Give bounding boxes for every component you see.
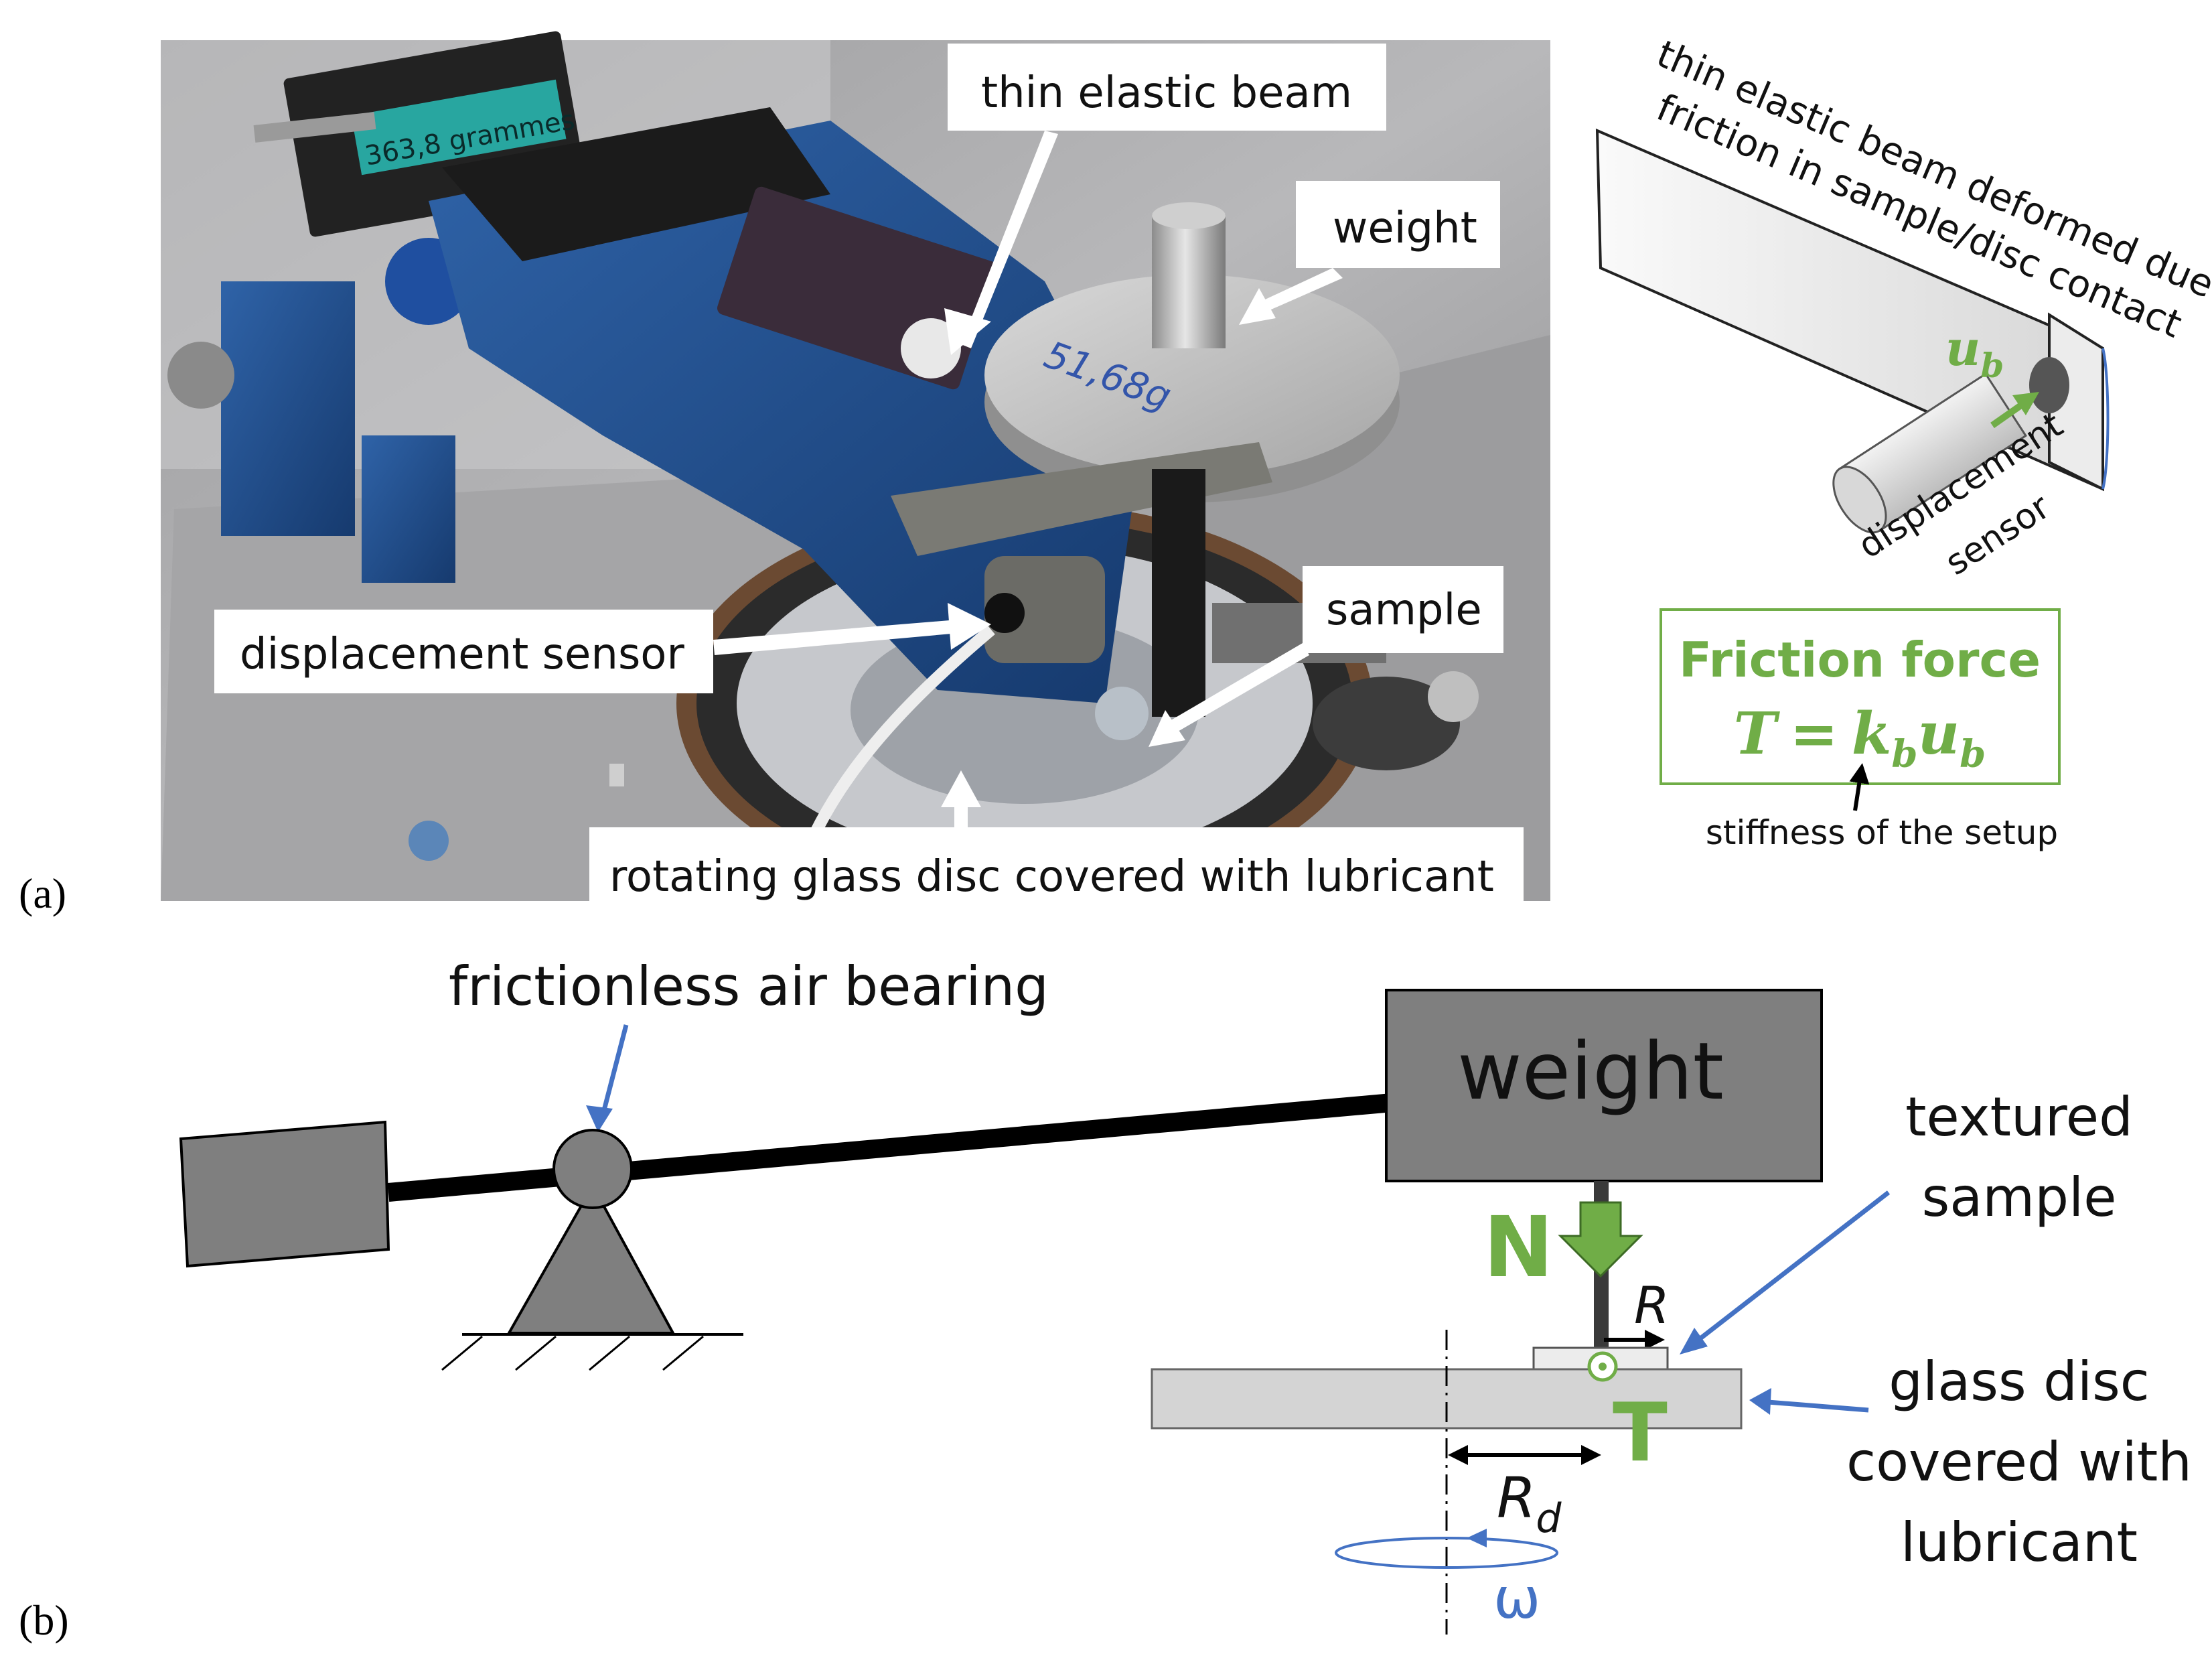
callout-sensor: displacement sensor — [240, 630, 684, 679]
callout-weight-arrow — [1254, 268, 1343, 315]
friction-title: Friction force — [1679, 632, 2041, 688]
callout-sensor-arrow — [713, 620, 959, 655]
weight-top — [984, 275, 1400, 476]
counterweight — [179, 1120, 390, 1268]
stiffness-note: stiffness of the setup — [1706, 813, 2058, 852]
beam-sketch: thin elastic beam deformed due to fricti… — [1595, 32, 2212, 583]
hatch-3 — [589, 1335, 630, 1371]
friction-force-label: T — [1613, 1387, 1668, 1480]
callout-disc: rotating glass disc covered with lubrica… — [609, 852, 1494, 902]
air-bearing-ball — [552, 1129, 633, 1209]
rotation-ellipse — [1335, 1537, 1558, 1569]
panel-b-schematic: frictionless air bearing weight N R T — [179, 955, 2192, 1635]
callout-weight-box — [1296, 181, 1500, 268]
left-post — [221, 281, 355, 536]
lever-rod — [387, 1093, 1401, 1202]
callout-sensor-box — [214, 610, 713, 693]
callout-thin-beam-box — [948, 44, 1386, 131]
r-label: R — [1634, 1275, 1670, 1335]
left-bolt — [167, 342, 234, 409]
textured-label-line1: textured — [1905, 1086, 2133, 1148]
air-bearing-label: frictionless air bearing — [449, 955, 1049, 1018]
ub-symbol: ub — [1945, 320, 2004, 385]
hatch-2 — [515, 1335, 557, 1371]
sample-photo — [1095, 687, 1149, 740]
callout-disc-arrow — [954, 804, 968, 827]
photo-callouts: thin elastic beam weight displacement se… — [214, 44, 1524, 914]
callout-sample: sample — [1326, 585, 1482, 635]
callout-thin-beam: thin elastic beam — [981, 68, 1352, 118]
weight-block — [1385, 989, 1823, 1182]
weight-block-label: weight — [1457, 1025, 1724, 1117]
sensor-mount — [984, 556, 1105, 663]
sensor-cylinder — [1832, 372, 2028, 534]
glass-label-line3: lubricant — [1901, 1511, 2138, 1574]
omega-label: ω — [1493, 1566, 1540, 1631]
callout-sample-arrow — [1162, 643, 1309, 737]
sensor-tip — [984, 593, 1025, 633]
panel-a-label: (a) — [19, 870, 66, 917]
guide-rod — [253, 112, 376, 143]
scale-display — [351, 79, 567, 176]
panel-a-photo: 363,8 grammes 51,68g — [161, 31, 1550, 904]
friction-equation: T=kbub — [1734, 700, 1986, 776]
small-pin — [609, 764, 624, 786]
textured-arrow — [1692, 1190, 1891, 1345]
beam-deflection — [2102, 348, 2110, 490]
weight-stem-top — [1152, 202, 1226, 229]
right-screw — [1428, 671, 1479, 722]
beam-pin — [901, 318, 961, 378]
glass-arrow — [1767, 1399, 1869, 1413]
weight-stem — [1152, 214, 1226, 348]
normal-force-arrow — [1558, 1201, 1643, 1278]
textured-label-line2: sample — [1922, 1166, 2117, 1229]
friction-box: Friction force T=kbub stiffness of the s… — [1660, 608, 2061, 852]
air-bearing-arrow — [600, 1024, 629, 1116]
callout-thin-beam-arrow — [961, 131, 1058, 348]
callout-weight: weight — [1333, 204, 1477, 253]
glass-label-line1: glass disc — [1889, 1350, 2150, 1413]
callout-disc-box — [589, 827, 1524, 914]
left-nut — [409, 821, 449, 861]
sensor-target — [2029, 357, 2069, 413]
panel-b-label: (b) — [19, 1596, 69, 1644]
glass-label-line2: covered with — [1846, 1431, 2192, 1493]
sample-holder — [1152, 469, 1205, 717]
callout-sample-box — [1303, 566, 1503, 653]
rd-label: Rd — [1497, 1465, 1562, 1542]
hatch-1 — [441, 1335, 483, 1371]
front-post — [362, 435, 455, 583]
stiffness-arrow — [1849, 763, 1870, 811]
hatch-4 — [662, 1335, 704, 1371]
right-knob — [1313, 677, 1460, 770]
rotation-arrowhead — [1467, 1529, 1487, 1547]
normal-force-label: N — [1483, 1199, 1554, 1296]
top-plate — [442, 107, 830, 261]
